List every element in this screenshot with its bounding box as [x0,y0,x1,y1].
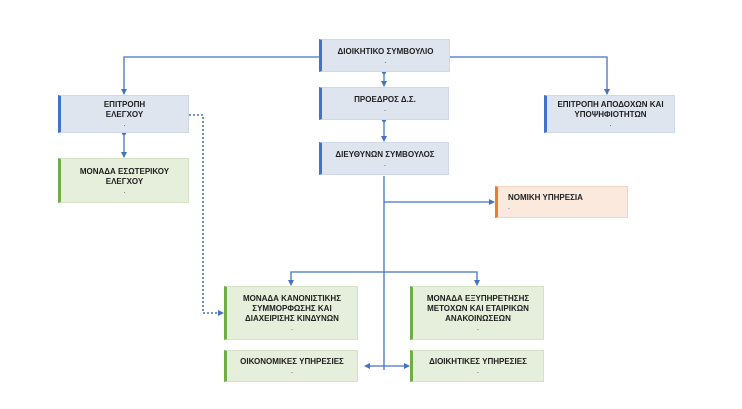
chairman-box: ΠΡΟΕΔΡΟΣ Δ.Σ. . [319,87,449,120]
board-of-directors-sub: . [384,57,387,65]
remuneration-committee-label: ΕΠΙΤΡΟΠΗ ΑΠΟΔΟΧΩΝ ΚΑΙ ΥΠΟΨΗΦΙΟΤΗΤΩΝ [557,100,664,119]
internal-audit-label: ΜΟΝΑΔΑ ΕΣΩΤΕΡΙΚΟΥ ΕΛΕΓΧΟΥ [79,166,170,186]
financial-services-label: ΟΙΚΟΝΟΜΙΚΕΣ ΥΠΗΡΕΣΙΕΣ [240,357,344,366]
board-of-directors-box: ΔΙΟΙΚΗΤΙΚΟ ΣΥΜΒΟΥΛΙΟ . [319,39,450,72]
shareholder-services-box: ΜΟΝΑΔΑ ΕΞΥΠΗΡΕΤΗΣΗΣ ΜΕΤΟΧΩΝ ΚΑΙ ΕΤΑΙΡΙΚΩ… [410,286,544,340]
administrative-services-sub: . [477,368,479,375]
line-ceo-compliance [288,271,384,286]
financial-services-box: ΟΙΚΟΝΟΜΙΚΕΣ ΥΠΗΡΕΣΙΕΣ . [224,350,358,382]
administrative-services-label: ΔΙΟΙΚΗΤΙΚΕΣ ΥΠΗΡΕΣΙΕΣ [429,357,527,366]
remuneration-committee-box: ΕΠΙΤΡΟΠΗ ΑΠΟΔΟΧΩΝ ΚΑΙ ΥΠΟΨΗΦΙΟΤΗΤΩΝ . [544,95,675,133]
shareholder-services-sub: . [477,325,479,332]
internal-audit-box: ΜΟΝΑΔΑ ΕΣΩΤΕΡΙΚΟΥ ΕΛΕΓΧΟΥ . [58,158,189,203]
line-board-audit [121,54,325,95]
line-board-remuneration [449,56,610,95]
audit-committee-label: ΕΠΙΤΡΟΠΗ ΕΛΕΓΧΟΥ [103,100,146,119]
chairman-label: ΠΡΟΕΔΡΟΣ Δ.Σ. [354,94,416,104]
legal-service-label: ΝΟΜΙΚΗ ΥΠΗΡΕΣΙΑ [508,193,583,202]
compliance-unit-label: ΜΟΝΑΔΑ ΚΑΝΟΝΙΣΤΙΚΗΣ ΣΥΜΜΟΡΦΩΣΗΣ ΚΑΙ ΔΙΑΧ… [242,294,341,323]
audit-committee-sub: . [123,121,126,128]
ceo-label: ΔΙΕΥΘΥΝΩΝ ΣΥΜΒΟΥΛΟΣ [335,149,435,159]
compliance-unit-box: ΜΟΝΑΔΑ ΚΑΝΟΝΙΣΤΙΚΗΣ ΣΥΜΜΟΡΦΩΣΗΣ ΚΑΙ ΔΙΑΧ… [224,286,358,340]
compliance-unit-sub: . [291,325,293,332]
board-of-directors-label: ΔΙΟΙΚΗΤΙΚΟ ΣΥΜΒΟΥΛΙΟ [337,46,434,56]
administrative-services-box: ΔΙΟΙΚΗΤΙΚΕΣ ΥΠΗΡΕΣΙΕΣ . [410,350,544,382]
legal-service-sub: . [508,204,510,211]
line-ceo-shareholder [384,271,480,286]
internal-audit-sub: . [123,187,126,195]
audit-committee-box: ΕΠΙΤΡΟΠΗ ΕΛΕΓΧΟΥ . [58,95,189,133]
chairman-sub: . [384,105,386,113]
remuneration-committee-sub: . [609,121,612,128]
shareholder-services-label: ΜΟΝΑΔΑ ΕΞΥΠΗΡΕΤΗΣΗΣ ΜΕΤΟΧΩΝ ΚΑΙ ΕΤΑΙΡΙΚΩ… [426,294,530,323]
ceo-sub: . [384,160,386,168]
ceo-box: ΔΙΕΥΘΥΝΩΝ ΣΥΜΒΟΥΛΟΣ . [319,142,449,175]
dotted-line-audit-compliance [189,114,224,316]
financial-services-sub: . [291,368,293,375]
legal-service-box: ΝΟΜΙΚΗ ΥΠΗΡΕΣΙΑ . [495,186,628,218]
